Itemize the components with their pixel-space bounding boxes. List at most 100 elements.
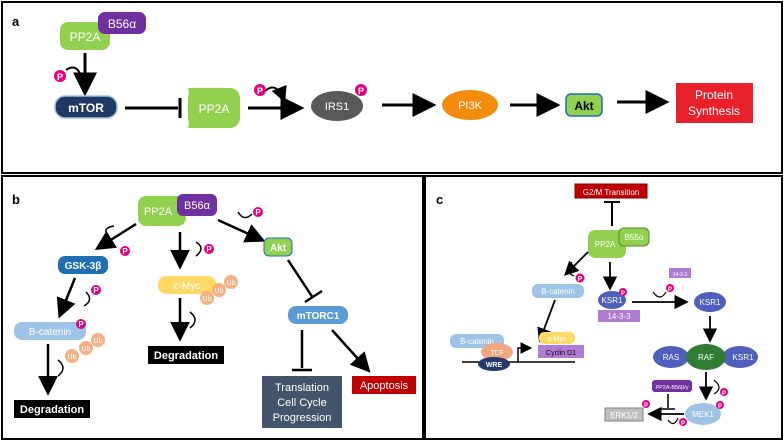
phospho-label: P <box>122 247 128 256</box>
translation-line1: Translation <box>275 382 329 394</box>
wre-label: WRE <box>486 362 503 369</box>
phospho-icon <box>204 244 214 254</box>
phospho-curve-c2 <box>652 291 667 298</box>
irs1-label: IRS1 <box>325 101 349 113</box>
erk-label: ERK1/2 <box>610 411 638 420</box>
phospho-icon <box>679 418 687 426</box>
ub-label: Ub <box>215 288 224 295</box>
pi3k-node <box>442 90 498 120</box>
pp2a-b56-label: PP2A-B56β/γ <box>655 385 688 391</box>
phospho-label: P <box>206 245 212 254</box>
phospho-label: P <box>718 404 722 410</box>
apoptosis-box <box>352 376 416 394</box>
b55a-label: B55α <box>625 233 644 242</box>
phospho-label: P <box>78 320 84 329</box>
pp2a-node-b-label: PP2A <box>144 206 173 218</box>
akt-node-a <box>565 93 603 117</box>
mek1-label: MEK1 <box>692 410 714 419</box>
mtorc1-label: mTORC1 <box>297 311 340 322</box>
phospho-icon <box>120 246 130 256</box>
phospho-curve-c3 <box>713 379 720 395</box>
protein-synthesis-line2: Synthesis <box>688 104 740 118</box>
ub-node <box>65 349 79 363</box>
transcription-start-arrow <box>517 342 533 362</box>
pp2a-node-top <box>60 22 110 50</box>
phospho-label: P <box>93 286 99 295</box>
cyclin-d1-label: Cyclin D1 <box>546 350 576 357</box>
ras-node <box>653 346 689 368</box>
pp2a-node-c <box>588 230 626 258</box>
phospho-icon <box>666 284 674 292</box>
gsk3b-label: GSK-3β <box>65 261 102 272</box>
phospho-label: P <box>257 86 263 96</box>
arrow-pp2a-gsk <box>94 222 137 251</box>
degradation-box-1 <box>14 400 90 418</box>
ub-node <box>200 291 214 305</box>
g2m-label: G2/M Transition <box>583 188 639 197</box>
phospho-label: P <box>621 291 625 297</box>
pp2a-b56-node <box>652 380 692 392</box>
pi3k-label: PI3K <box>458 100 483 112</box>
pp2a-node-b <box>138 196 186 226</box>
phospho-curve-c4 <box>667 417 679 425</box>
ksr1-node-right <box>694 292 726 312</box>
cmyc-label-b: c-Myc <box>174 281 201 292</box>
pp2a-node-c-label: PP2A <box>595 240 616 249</box>
panel-a-frame <box>1 1 783 174</box>
b56a-node-b-label: B56α <box>184 200 211 212</box>
protein-synthesis-box <box>676 83 753 123</box>
tcf-node <box>481 343 513 361</box>
arrow-mtorc1-apoptosis <box>331 329 371 373</box>
bcatenin-label: B-catenin <box>29 327 71 338</box>
bcatenin-node <box>14 322 86 340</box>
phospho-curve-b1 <box>105 225 115 239</box>
degradation-label-1: Degradation <box>20 404 84 416</box>
ras-label: RAS <box>663 353 679 362</box>
phospho-icon <box>716 401 724 409</box>
degradation-label-2: Degradation <box>154 350 218 362</box>
ub-node <box>79 341 93 355</box>
inhibit-bar-b1 <box>304 289 323 304</box>
phospho-label: P <box>578 276 583 283</box>
degradation-box-2 <box>148 346 224 364</box>
phospho-icon <box>253 207 263 217</box>
phospho-curve-a2 <box>263 84 287 103</box>
mtor-label: mTOR <box>68 101 104 115</box>
tcf-label: TCF <box>490 350 504 357</box>
akt-label-a: Akt <box>574 99 593 113</box>
phospho-curve-c1 <box>567 261 575 277</box>
phospho-icon <box>642 400 650 408</box>
arrow-pp2a-bcatenin-c <box>564 251 589 276</box>
mek1-node <box>685 403 721 425</box>
ub-node <box>212 283 226 297</box>
raf-node <box>686 344 726 370</box>
bcatenin-label-c2: B-catenin <box>460 337 494 346</box>
cmyc-label-c: c-Myc <box>548 336 567 343</box>
phospho-label: P <box>57 72 63 82</box>
b56a-node-a-label: B56α <box>108 17 136 31</box>
pp2a-node-top-label: PP2A <box>70 30 101 44</box>
akt-label-b: Akt <box>270 243 287 254</box>
protein-synthesis-line1: Protein <box>695 88 733 102</box>
phospho-icon <box>254 84 266 96</box>
translation-box <box>262 376 342 428</box>
ksr1-label-bottom: KSR1 <box>733 353 754 362</box>
mtorc1-node <box>288 306 348 324</box>
protein-1433-label: 14-3-3 <box>607 312 631 321</box>
phospho-label: P <box>358 86 364 96</box>
translation-line3: Progression <box>273 412 332 424</box>
ub-label: Ub <box>82 346 91 353</box>
phospho-label: P <box>255 208 261 217</box>
cyclin-d1-node <box>538 345 584 358</box>
phospho-icon <box>575 273 585 283</box>
ksr1-node-top <box>598 291 626 309</box>
pp2a-node-mid-body <box>188 88 240 128</box>
phospho-icon <box>76 319 86 329</box>
bcatenin-label-c1: B-catenin <box>541 287 575 296</box>
akt-node-b <box>263 237 293 257</box>
ub-label: Ub <box>227 280 236 287</box>
small-1433-node <box>669 268 691 278</box>
ub-label: Ub <box>94 338 103 345</box>
raf-label: RAF <box>698 353 714 362</box>
